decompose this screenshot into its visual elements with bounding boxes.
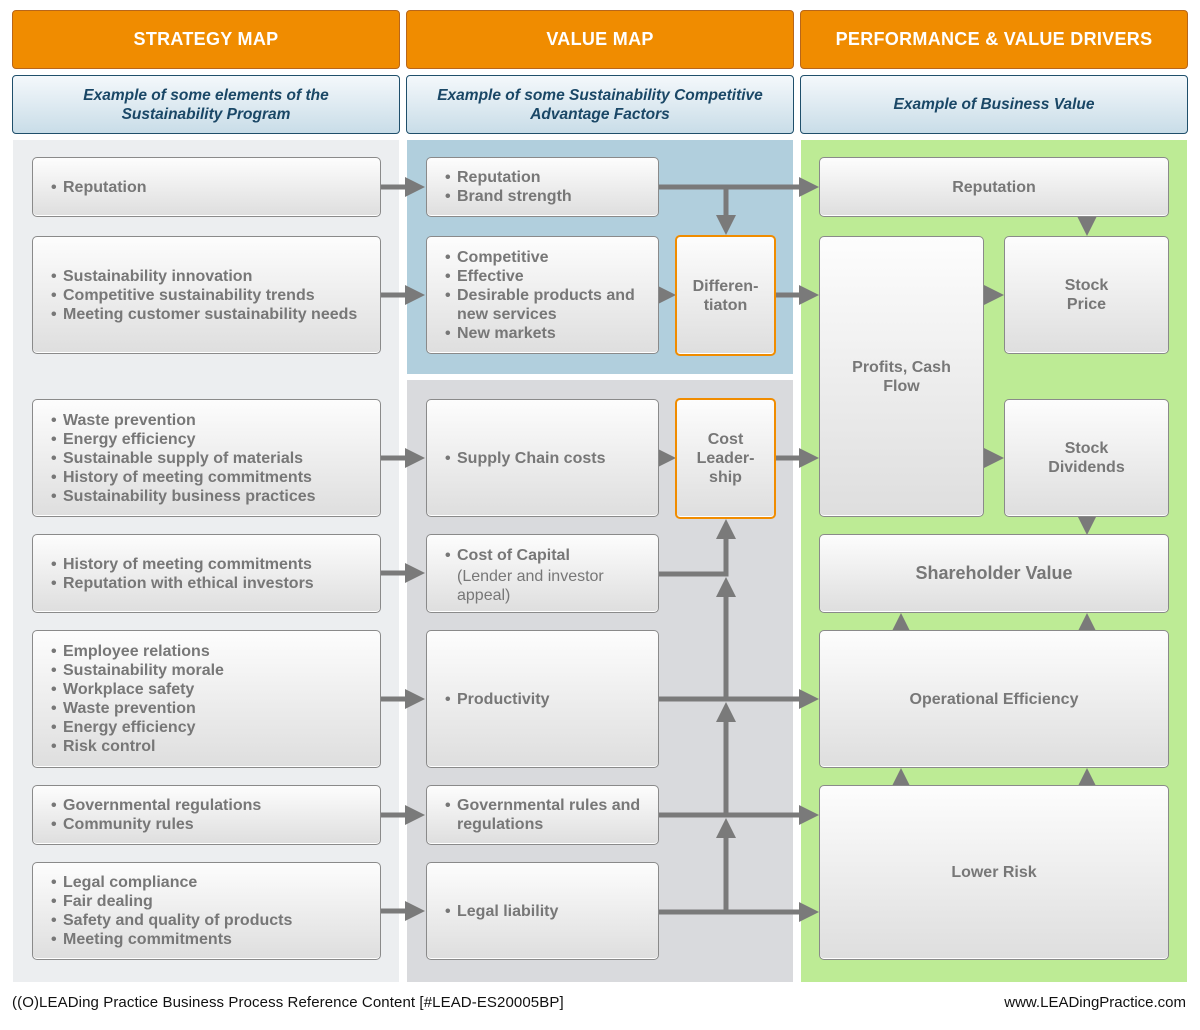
cost-leadership-label: Cost Leader- ship <box>696 431 755 486</box>
driver-label: Lower Risk <box>951 864 1037 881</box>
bullet-list: History of meeting commitmentsReputation… <box>51 555 314 593</box>
list-item: Risk control <box>51 737 224 756</box>
value-box-governmental: Governmental rules and regulations <box>426 785 659 845</box>
footer-website-text[interactable]: www.LEADingPractice.com <box>1004 994 1186 1011</box>
bullet-list: Legal complianceFair dealingSafety and q… <box>51 873 292 949</box>
value-box-cost-of-capital: Cost of Capital (Lender and investor appe… <box>426 534 659 613</box>
list-item: Waste prevention <box>51 411 316 430</box>
bullet-list: Employee relationsSustainability moraleW… <box>51 642 224 756</box>
subheader-label: Example of some Sustainability Competiti… <box>437 86 763 123</box>
strategy-map-subheader: Example of some elements of the Sustaina… <box>12 75 400 134</box>
driver-label: Stock Price <box>1064 277 1109 313</box>
strategy-box-supply: Waste preventionEnergy efficiencySustain… <box>32 399 381 517</box>
list-item: Sustainability morale <box>51 661 224 680</box>
driver-label: Reputation <box>952 178 1036 196</box>
cost-leadership-box: Cost Leader- ship <box>675 398 776 519</box>
list-item: Sustainability business practices <box>51 487 316 506</box>
list-item: Legal compliance <box>51 873 292 892</box>
list-item: Cost of Capital <box>445 546 570 565</box>
performance-drivers-subheader: Example of Business Value <box>800 75 1188 134</box>
list-item: Governmental regulations <box>51 796 261 815</box>
subheader-label: Example of some elements of the Sustaina… <box>83 86 329 123</box>
differentiation-label: Differen- tiaton <box>692 277 759 314</box>
list-item: History of meeting commitments <box>51 555 314 574</box>
strategy-box-investors: History of meeting commitmentsReputation… <box>32 534 381 613</box>
list-item: Sustainable supply of materials <box>51 449 316 468</box>
value-map-subheader: Example of some Sustainability Competiti… <box>406 75 794 134</box>
list-item: Legal liability <box>445 902 558 921</box>
footer-reference: ((O)LEADing Practice Business Process Re… <box>12 994 564 1011</box>
list-item: Effective <box>445 267 658 286</box>
list-item: Meeting customer sustainability needs <box>51 305 357 324</box>
value-box-supply-chain: Supply Chain costs <box>426 399 659 517</box>
list-item: New markets <box>445 324 658 343</box>
value-map-header: VALUE MAP <box>406 10 794 69</box>
list-item: Energy efficiency <box>51 718 224 737</box>
list-item: Productivity <box>445 690 549 709</box>
list-item: Supply Chain costs <box>445 449 605 468</box>
strategy-box-legal: Legal complianceFair dealingSafety and q… <box>32 862 381 960</box>
list-item: Desirable products and new services <box>445 286 658 324</box>
header-label: STRATEGY MAP <box>133 29 279 49</box>
list-item: Employee relations <box>51 642 224 661</box>
list-item: Energy efficiency <box>51 430 316 449</box>
list-item: History of meeting commitments <box>51 468 316 487</box>
driver-stock-dividends: Stock Dividends <box>1004 399 1169 517</box>
value-box-competitive: CompetitiveEffectiveDesirable products a… <box>426 236 659 354</box>
driver-lower-risk: Lower Risk <box>819 785 1169 960</box>
differentiation-box: Differen- tiaton <box>675 235 776 356</box>
list-item: Competitive <box>445 248 658 267</box>
driver-label: Stock Dividends <box>1048 440 1125 476</box>
bullet-list: Reputation <box>51 178 147 197</box>
bullet-list: CompetitiveEffectiveDesirable products a… <box>445 248 658 343</box>
driver-stock-price: Stock Price <box>1004 236 1169 354</box>
list-item: Community rules <box>51 815 261 834</box>
list-item: Governmental rules and regulations <box>445 796 658 834</box>
list-item: Brand strength <box>445 187 572 206</box>
driver-label: Operational Efficiency <box>909 690 1079 708</box>
list-item: Reputation with ethical investors <box>51 574 314 593</box>
bullet-list: Governmental rules and regulations <box>445 796 658 834</box>
list-item: Reputation <box>445 168 572 187</box>
list-item: Meeting commitments <box>51 930 292 949</box>
bullet-list: Cost of Capital <box>445 546 570 565</box>
list-item: Fair dealing <box>51 892 292 911</box>
list-item: Sustainability innovation <box>51 267 357 286</box>
driver-label: Shareholder Value <box>915 563 1073 583</box>
value-box-productivity: Productivity <box>426 630 659 768</box>
strategy-box-employees: Employee relationsSustainability moraleW… <box>32 630 381 768</box>
footer-website-link[interactable]: www.LEADingPractice.com <box>1004 994 1186 1011</box>
header-label: VALUE MAP <box>546 29 654 49</box>
subheader-label: Example of Business Value <box>893 96 1095 113</box>
driver-profits-cash-flow: Profits, Cash Flow <box>819 236 984 517</box>
header-label: PERFORMANCE & VALUE DRIVERS <box>835 29 1153 49</box>
bullet-list: Waste preventionEnergy efficiencySustain… <box>51 411 316 506</box>
list-item: Safety and quality of products <box>51 911 292 930</box>
value-box-reputation: ReputationBrand strength <box>426 157 659 217</box>
list-item: Reputation <box>51 178 147 197</box>
bullet-list: ReputationBrand strength <box>445 168 572 206</box>
footer-reference-text: ((O)LEADing Practice Business Process Re… <box>12 994 564 1011</box>
bullet-list: Sustainability innovationCompetitive sus… <box>51 267 357 324</box>
driver-label: Profits, Cash Flow <box>852 358 951 395</box>
arrow <box>659 518 736 577</box>
driver-reputation: Reputation <box>819 157 1169 217</box>
cost-of-capital-note: (Lender and investor appeal) <box>457 568 604 604</box>
strategy-map-header: STRATEGY MAP <box>12 10 400 69</box>
list-item: Waste prevention <box>51 699 224 718</box>
performance-drivers-header: PERFORMANCE & VALUE DRIVERS <box>800 10 1188 69</box>
strategy-box-reputation: Reputation <box>32 157 381 217</box>
driver-shareholder-value: Shareholder Value <box>819 534 1169 613</box>
driver-operational-efficiency: Operational Efficiency <box>819 630 1169 768</box>
bullet-list: Governmental regulationsCommunity rules <box>51 796 261 834</box>
bullet-list: Legal liability <box>445 902 558 921</box>
strategy-box-regulations: Governmental regulationsCommunity rules <box>32 785 381 845</box>
list-item: Competitive sustainability trends <box>51 286 357 305</box>
bullet-list: Productivity <box>445 690 549 709</box>
value-box-legal-liability: Legal liability <box>426 862 659 960</box>
strategy-box-innovation: Sustainability innovationCompetitive sus… <box>32 236 381 354</box>
list-item: Workplace safety <box>51 680 224 699</box>
bullet-list: Supply Chain costs <box>445 449 605 468</box>
